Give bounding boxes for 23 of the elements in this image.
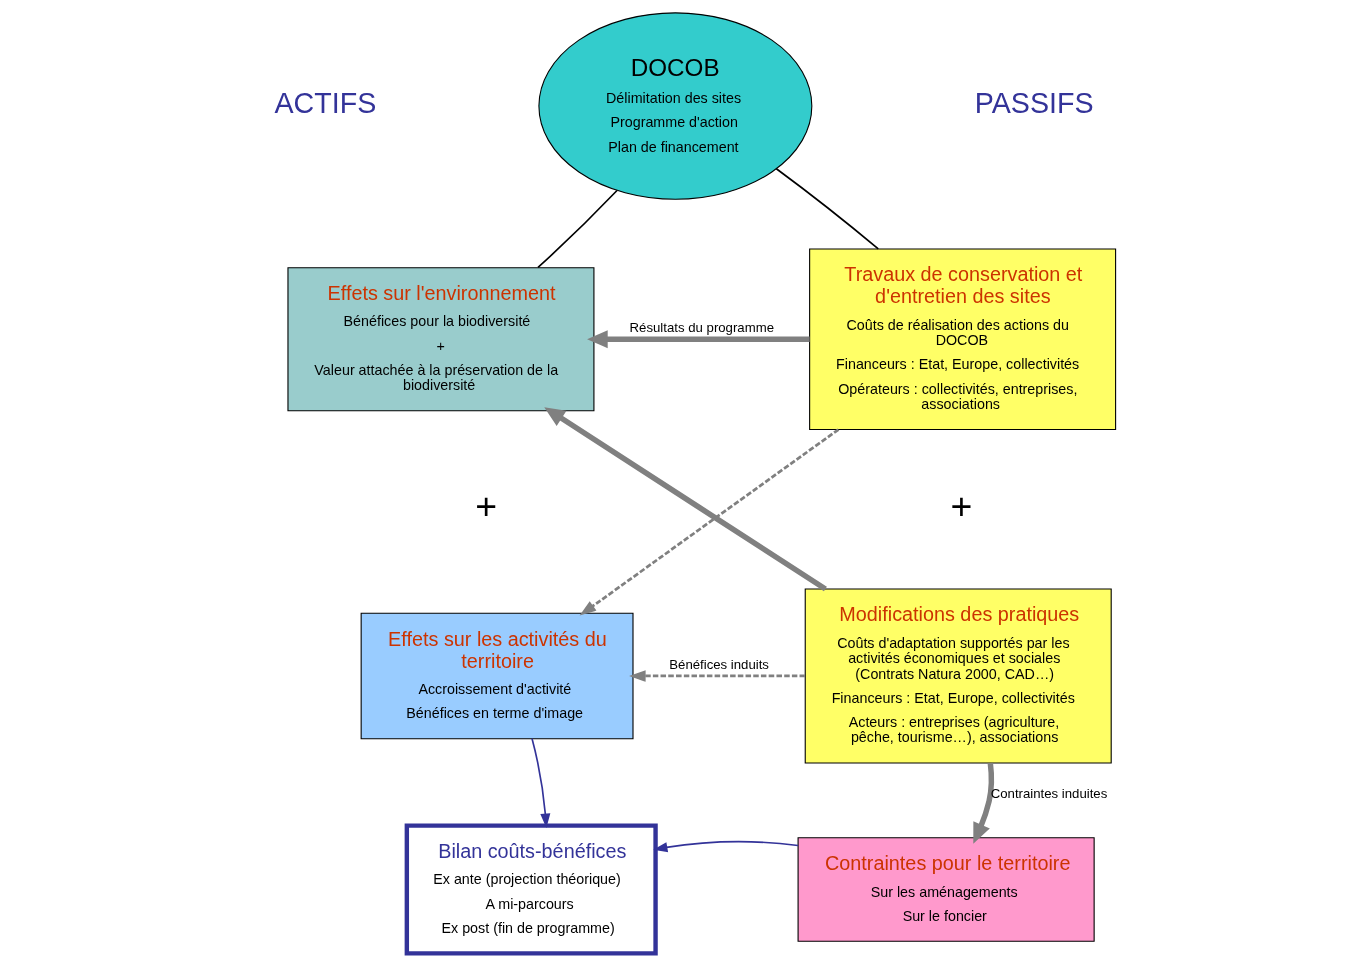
node-ellipse: DOCOB Délimitation des sites Programme d'action Plan de financement [537,12,812,200]
connector [536,189,618,269]
label: + [950,484,972,527]
edge-label: Contraintes induites [990,785,1107,801]
arrow [972,762,994,844]
node-box: Travaux de conservation et d'entretien des sites Coûts de réalisation des actions du DOCOB Financeurs : Etat, Europe, collectivités Opérateurs : collectivités, entreprises, associations [808,248,1116,430]
node-box: Bilan coûts-bénéfices Ex ante (projection théorique) A mi-parcours Ex post (fin de programme) [404,823,658,956]
arrow [628,670,805,682]
arrow [543,407,827,592]
arrow [579,428,839,616]
node-box: Effets sur les activités du territoire Accroissement d'activité Bénéfices en terme d'image [360,612,634,740]
label: ACTIFS [274,86,376,119]
node-box: Contraintes pour le territoire Sur les aménagements Sur le foncier [797,837,1095,942]
arrow [652,840,799,853]
edge-label: Résultats du programme [629,320,774,336]
edge-label: Bénéfices induits [668,656,769,672]
connector [775,167,879,250]
node-box: Effets sur l'environnement Bénéfices pour la biodiversité + Valeur attachée à la préservation de la biodiversité [286,267,594,412]
node-box: Modifications des pratiques Coûts d'adaptation supportés par les activités économiques et sociales (Contrats Natura 2000, CAD…) Financeurs : Etat, Europe, collectivités Acteurs : entreprises (agriculture, pêche, tourisme…), associations [804,588,1112,764]
arrow [530,737,550,829]
arrow [586,330,810,349]
label: PASSIFS [974,86,1094,119]
label: + [474,484,497,527]
